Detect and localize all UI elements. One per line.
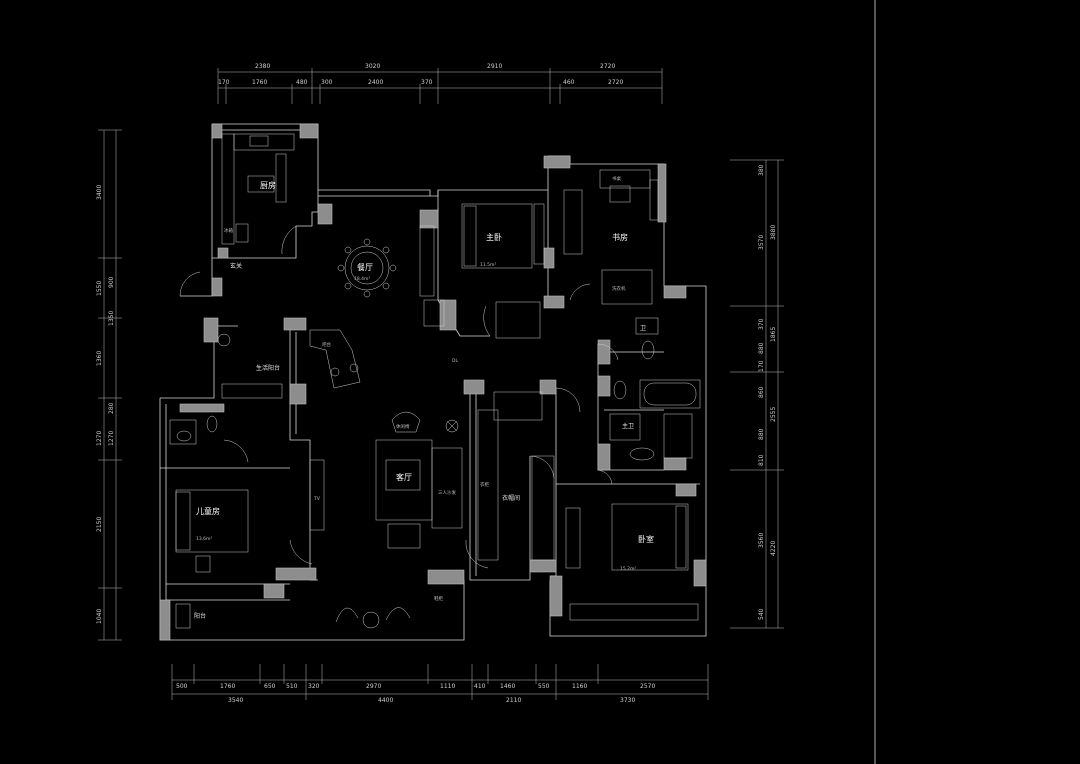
dim-top-inner-8: 2720 [608,79,623,86]
dim-bottom-inner-2: 1760 [220,683,235,690]
label-wardrobe: 衣柜 [480,481,489,488]
room-label-bedroom-1: 卧室 [638,534,654,544]
dim-right-inner-4: 880 [758,342,765,354]
dim-right-inner-8: 810 [758,454,765,466]
dim-right-inner-1: 380 [758,164,765,176]
dim-left-3: 900 [108,276,115,288]
dim-top-inner-1: 170 [218,79,230,86]
dim-bottom-outer-3: 2110 [506,697,521,704]
dim-top-inner-2: 1760 [252,79,267,86]
dim-left-6: 1270 [108,431,115,446]
label-area-1: 11.5m² [480,262,496,268]
room-label-bedroom-2: 儿童房 [196,506,220,516]
label-fridge: 冰箱 [224,227,233,234]
right-dimension-chain: 380 3570 370 880 170 860 880 810 3560 54… [730,159,784,629]
dim-left-4: 1360 [96,351,103,366]
dim-top-inner-3: 480 [296,79,308,86]
dim-top-inner-6: 370 [421,79,433,86]
dim-right-inner-10: 540 [758,608,765,620]
bottom-dimension-chain: 500 1760 650 510 320 2970 1110 410 1460 … [171,664,709,704]
dim-bottom-inner-5: 320 [308,683,320,690]
dim-bottom-inner-11: 1160 [572,683,587,690]
room-label-kitchen: 厨房 [260,180,276,190]
dim-bottom-inner-3: 650 [264,683,276,690]
label-area-4: 18.4m² [354,276,370,282]
room-label-balcony-1: 阳台 [194,612,206,620]
label-ref-mark: DL [452,358,458,364]
dim-top-inner-5: 2400 [368,79,383,86]
dim-top-outer-4: 2720 [600,63,615,70]
dim-bottom-inner-6: 2970 [366,683,381,690]
label-tv: TV [313,496,321,502]
room-label-study: 书房 [612,232,628,242]
dim-left-2: 1550 [96,281,103,296]
room-label-balcony-2: 生活阳台 [256,364,280,372]
dim-top-inner-7: 460 [563,79,575,86]
dim-bottom-inner-10: 550 [538,683,550,690]
dim-left-8: 1350 [108,311,115,326]
label-shoe: 鞋柜 [434,595,443,602]
dim-left-1: 3400 [96,185,103,200]
dim-bottom-inner-1: 500 [176,683,188,690]
label-wash: 洗衣机 [612,285,626,292]
dim-right-inner-7: 880 [758,428,765,440]
dim-right-inner-2: 3570 [758,235,765,250]
dim-right-outer-3: 2555 [770,407,777,422]
dim-right-inner-9: 3560 [758,533,765,548]
label-area-3: 15.2m² [620,566,636,572]
dim-right-outer-1: 3880 [770,225,777,240]
room-label-closet: 衣帽间 [502,494,520,502]
room-label-living: 客厅 [396,472,412,482]
dim-right-outer-4: 4220 [770,541,777,556]
dim-bottom-outer-2: 4400 [378,697,393,704]
top-dimension-chain: 2380 3020 2910 2720 170 1760 480 300 240… [217,63,663,104]
wall-solids [159,123,707,641]
dim-left-7: 280 [108,402,115,414]
dim-bottom-outer-4: 3730 [620,697,635,704]
dim-left-9: 2150 [96,517,103,532]
dim-top-inner-4: 300 [321,79,333,86]
room-label-master-bedroom: 主卧 [486,232,502,242]
dim-top-outer-3: 2910 [487,63,502,70]
label-bar: 吧台 [322,341,331,348]
label-area-2: 13.6m² [196,536,212,542]
dim-left-10: 1040 [96,609,103,624]
dim-left-5: 1270 [96,431,103,446]
dim-right-inner-3: 370 [758,318,765,330]
dim-top-outer-2: 3020 [365,63,380,70]
dim-bottom-inner-12: 2570 [640,683,655,690]
label-sofa: 三人沙发 [438,489,456,496]
dim-right-inner-6: 860 [758,386,765,398]
room-labels: 厨房 餐厅 客厅 主卧 卧室 儿童房 书房 卫 主卫 衣帽间 阳台 生活阳台 玄… [194,175,654,620]
dim-right-inner-5: 170 [758,360,765,372]
dim-bottom-inner-4: 510 [286,683,298,690]
dim-bottom-outer-1: 3540 [228,697,243,704]
label-chair: 休闲椅 [396,423,410,430]
dim-right-outer-2: 1865 [770,327,777,342]
label-desk: 书桌 [612,175,621,182]
dim-bottom-inner-9: 1460 [500,683,515,690]
wall-outlines [159,123,707,641]
furniture [169,133,701,629]
left-dimension-chain: 3400 1550 900 1360 1270 1270 280 1350 21… [96,129,122,641]
door-swings [179,225,619,569]
dim-top-outer-1: 2380 [255,63,270,70]
room-label-entry: 玄关 [230,262,242,270]
dim-bottom-inner-7: 1110 [440,683,455,690]
room-label-bathroom-2: 主卫 [622,422,634,430]
dim-bottom-inner-8: 410 [474,683,486,690]
room-label-dining: 餐厅 [357,263,373,272]
room-label-bathroom-1: 卫 [640,325,646,332]
